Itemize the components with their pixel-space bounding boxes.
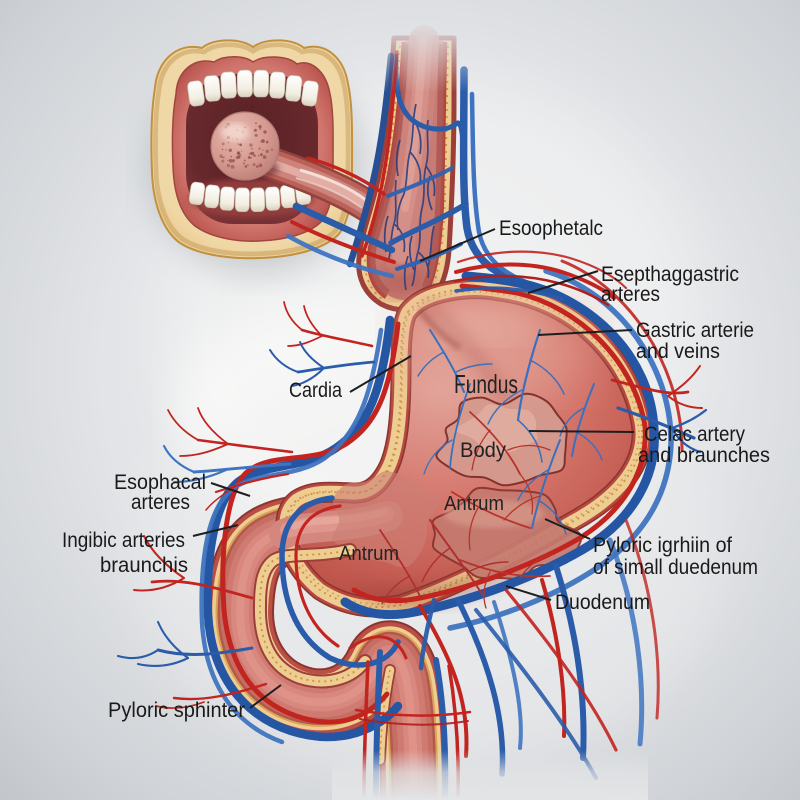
svg-text:Body: Body — [460, 439, 506, 462]
svg-text:Cardia: Cardia — [289, 379, 342, 402]
svg-text:Gastric arterie: Gastric arterie — [636, 319, 754, 342]
svg-text:Duodenum: Duodenum — [555, 591, 650, 614]
svg-text:Ingibic arteries: Ingibic arteries — [62, 529, 185, 552]
svg-text:Pyloric sphinter: Pyloric sphinter — [108, 699, 245, 722]
svg-text:Antrum: Antrum — [444, 493, 504, 515]
svg-text:Celac artery: Celac artery — [644, 423, 745, 446]
svg-text:Pyloric igrhiin of: Pyloric igrhiin of — [593, 534, 732, 557]
svg-text:Esoophetalc: Esoophetalc — [499, 217, 603, 240]
svg-text:Antrum: Antrum — [339, 543, 399, 565]
svg-text:and braunches: and braunches — [638, 444, 770, 467]
svg-text:arteres: arteres — [601, 283, 660, 306]
svg-text:Esepthaggastric: Esepthaggastric — [601, 263, 739, 286]
svg-text:braunchis: braunchis — [100, 554, 188, 577]
svg-text:of simall duedenum: of simall duedenum — [593, 556, 758, 579]
svg-text:and veins: and veins — [636, 340, 720, 363]
svg-text:Esophacal: Esophacal — [114, 471, 206, 494]
svg-text:arteres: arteres — [131, 491, 190, 514]
svg-text:Fundus: Fundus — [454, 369, 518, 399]
